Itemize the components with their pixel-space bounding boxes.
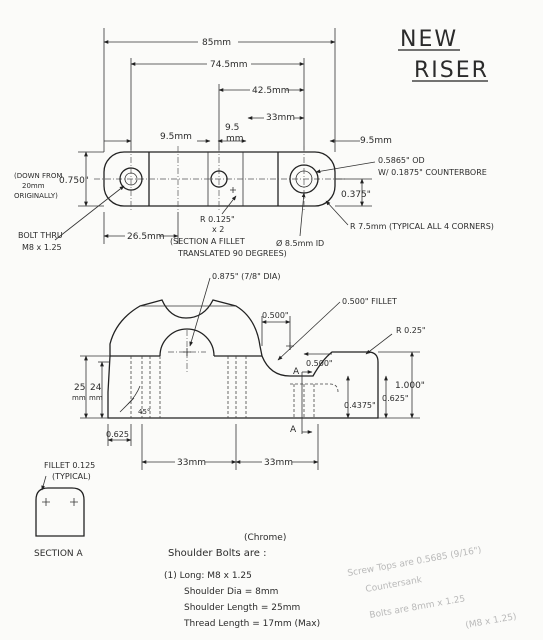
note-screw-tops: Screw Tops are 0.5685 (9/16") [347,546,482,579]
label-bar-dia: 0.875" (7/8" DIA) [212,272,280,281]
dim-0-500-top: 0.500" [262,311,289,320]
note-bolts: Bolts are 8mm x 1.25 [369,594,466,621]
dim-42-5mm: 42.5mm [252,86,290,96]
title-new: NEW [400,27,458,52]
note-bolts-spec: (M8 x 1.25) [465,612,518,631]
label-section-a: SECTION A [34,549,84,559]
dim-0-625-bottom: 0.625 [106,430,129,439]
dim-74-5mm: 74.5mm [210,60,248,70]
label-fillet-0-125: FILLET 0.125 [44,461,95,470]
bolt-hole-left [119,167,143,191]
label-radius-x2: x 2 [212,225,224,234]
dim-33mm-top: 33mm [266,113,295,123]
dim-26-5mm: 26.5mm [127,232,165,242]
notes: (Chrome) Shoulder Bolts are : (1) Long: … [164,533,517,631]
dim-33mm-right: 33mm [264,458,293,468]
section-a: FILLET 0.125 (TYPICAL) SECTION A [34,461,95,559]
label-bolt-thru: BOLT THRU [18,231,63,240]
dim-0-4375: 0.4375" [344,401,376,410]
dim-9-5mm-right: 9.5mm [360,136,392,146]
label-corner-radius: R 7.5mm (TYPICAL ALL 4 CORNERS) [350,222,494,231]
label-counterbore-od: 0.5865" OD [378,156,425,165]
dim-9-5-mid-unit: mm [226,134,244,144]
title-riser: RISER [414,58,489,83]
dim-9-5mm-left: 9.5mm [160,132,192,142]
top-view: 85mm 74.5mm 42.5mm 33mm 9.5mm 9.5 mm 9.5… [14,28,494,258]
note-countersank: Countersank [365,575,424,595]
label-radius-0-125: R 0.125" [200,215,235,224]
dim-85mm: 85mm [202,38,231,48]
dim-24: 24 [90,383,102,393]
section-a-outline [35,487,85,537]
note-line-3: Shoulder Length = 25mm [184,603,300,613]
note-down-from-3: ORIGINALLY) [14,192,58,200]
note-down-from-2: 20mm [22,182,45,190]
label-radius-0-25: R 0.25" [396,326,426,335]
bolt-hole-middle [210,170,228,188]
note-heading: Shoulder Bolts are : [168,548,267,559]
dim-9-5-mid: 9.5 [225,123,239,133]
note-line-2: Shoulder Dia = 8mm [184,587,278,597]
label-section-fillet: (SECTION A FILLET [170,237,245,246]
dim-0-625-right: 0.625" [382,394,409,403]
label-hole-dia: Ø 8.5mm ID [276,238,324,248]
dim-24-unit: mm [89,394,103,402]
dim-25: 25 [74,383,85,393]
label-fillet-typical: (TYPICAL) [52,472,91,481]
label-bolt-size: M8 x 1.25 [22,243,62,252]
section-marker-bottom: A [290,425,297,435]
label-translated: TRANSLATED 90 DEGREES) [177,249,287,258]
note-line-4: Thread Length = 17mm (Max) [183,619,320,629]
dim-25-unit: mm [72,394,86,402]
riser-front-profile [107,299,379,419]
front-view: A A 0.875" (7/8" DIA) 0.500" FILLET 0.50… [72,272,426,470]
label-fillet-0-500: 0.500" FILLET [342,297,397,306]
label-45-degrees: 45° [138,408,150,416]
note-down-from-1: (DOWN FROM [14,172,62,180]
dim-1-000: 1.000" [395,381,425,391]
dim-33mm-left: 33mm [177,458,206,468]
dim-0-750: 0.750" [59,176,89,186]
dim-0-375: 0.375" [341,190,371,200]
label-counterbore: W/ 0.1875" COUNTERBORE [378,168,487,177]
section-marker-top: A [293,367,300,377]
dim-0-500-second: 0.500" [306,359,333,368]
title-block: NEW RISER [398,27,489,83]
note-line-1: (1) Long: M8 x 1.25 [164,571,252,581]
note-chrome: (Chrome) [244,533,286,543]
